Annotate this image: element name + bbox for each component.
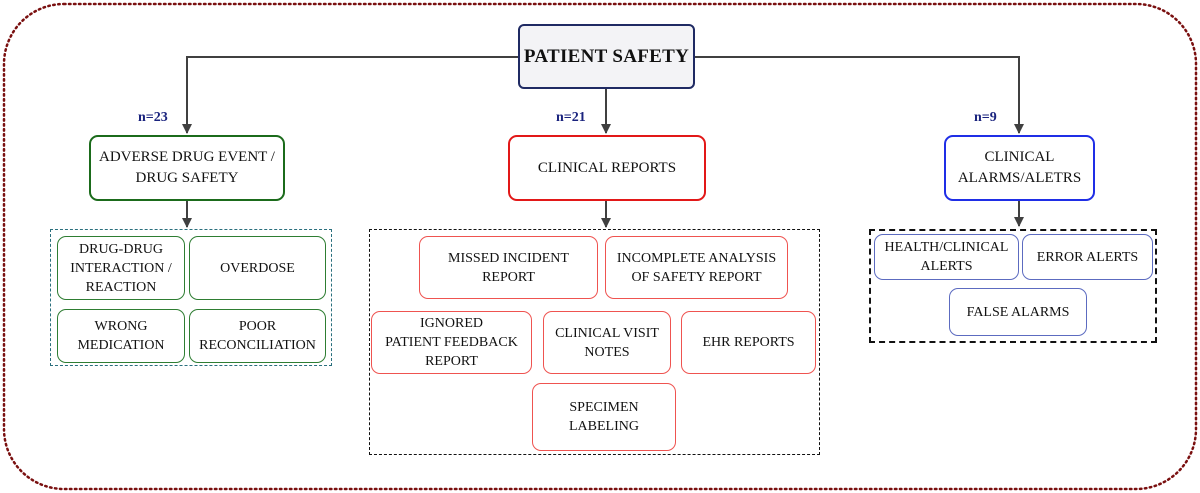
root-node-patient-safety: PATIENT SAFETY <box>518 24 695 89</box>
leaf-ignored-patient-feedback: IGNORED PATIENT FEEDBACK REPORT <box>371 311 532 374</box>
leaf-ehr-reports: EHR REPORTS <box>681 311 816 374</box>
leaf-overdose: OVERDOSE <box>189 236 326 300</box>
connector-root-to-adverse <box>182 56 518 134</box>
category-adverse-drug-event: ADVERSE DRUG EVENT / DRUG SAFETY <box>89 135 285 201</box>
category-clinical-reports: CLINICAL REPORTS <box>508 135 706 201</box>
leaf-drug-drug-interaction: DRUG-DRUG INTERACTION / REACTION <box>57 236 185 300</box>
group-clinical-alarms <box>869 229 1157 343</box>
count-clinical-alarms: n=9 <box>974 110 997 125</box>
leaf-health-clinical-alerts: HEALTH/CLINICAL ALERTS <box>874 234 1019 280</box>
category-clinical-alarms: CLINICAL ALARMS/ALETRS <box>944 135 1095 201</box>
leaf-error-alerts: ERROR ALERTS <box>1022 234 1153 280</box>
leaf-clinical-visit-notes: CLINICAL VISIT NOTES <box>543 311 671 374</box>
connector-root-to-alarms <box>694 56 1024 134</box>
leaf-wrong-medication: WRONG MEDICATION <box>57 309 185 363</box>
group-adverse-drug-event <box>50 229 332 366</box>
group-clinical-reports <box>369 229 820 455</box>
leaf-specimen-labeling: SPECIMEN LABELING <box>532 383 676 451</box>
leaf-incomplete-analysis: INCOMPLETE ANALYSIS OF SAFETY REPORT <box>605 236 788 299</box>
count-clinical-reports: n=21 <box>556 110 586 125</box>
leaf-missed-incident-report: MISSED INCIDENT REPORT <box>419 236 598 299</box>
leaf-false-alarms: FALSE ALARMS <box>949 288 1087 336</box>
leaf-poor-reconciliation: POOR RECONCILIATION <box>189 309 326 363</box>
count-adverse-drug-event: n=23 <box>138 110 168 125</box>
